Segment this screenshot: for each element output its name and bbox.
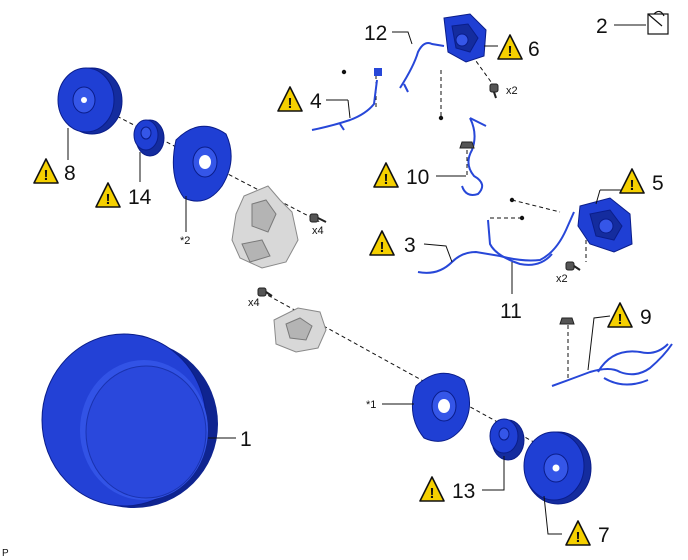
part-label-6: 6	[528, 38, 540, 61]
warning-mark: !	[508, 43, 513, 60]
qty-caliper-lower: x2	[556, 273, 568, 285]
dust-cover-lower	[411, 372, 470, 442]
bolt-lower	[257, 287, 273, 297]
leader-7	[543, 495, 562, 535]
brake-disc-upper	[57, 67, 123, 135]
brake-line-12	[399, 42, 445, 89]
warning-icon: !	[373, 162, 399, 188]
warning-icon: !	[419, 476, 445, 502]
warning-icon: !	[369, 230, 395, 256]
warning-icon: !	[619, 168, 645, 194]
wire-harness-9	[551, 343, 673, 387]
warning-mark: !	[380, 239, 385, 256]
steering-knuckle-lower	[273, 307, 327, 353]
qty-bolt-lower: x4	[248, 297, 260, 309]
part-label-8: 8	[64, 162, 76, 185]
warning-icon: !	[277, 86, 303, 112]
leader-12	[392, 31, 413, 45]
warning-icon: !	[497, 34, 523, 60]
part-label-2: 2	[596, 15, 608, 38]
warning-mark: !	[576, 529, 581, 546]
qty-bolt-upper: x4	[312, 225, 324, 237]
bolt-harness-9	[559, 317, 575, 325]
warning-mark: !	[44, 167, 49, 184]
brake-hose-4	[311, 79, 378, 131]
speed-sensor-10	[461, 117, 484, 196]
warning-icon: !	[95, 182, 121, 208]
part-label-5: 5	[652, 172, 664, 195]
warning-mark: !	[630, 177, 635, 194]
part-label-4: 4	[310, 90, 322, 113]
leader-9	[587, 315, 611, 371]
warning-icon: !	[607, 302, 633, 328]
brake-caliper-upper	[443, 13, 487, 63]
warning-icon: !	[565, 520, 591, 546]
grease-icon	[647, 10, 669, 35]
axle-hub-lower	[489, 418, 525, 461]
part-label-13: 13	[452, 480, 475, 503]
warning-mark: !	[618, 311, 623, 328]
leader-13	[482, 456, 505, 491]
part-label-12: 12	[364, 22, 387, 45]
warning-mark: !	[430, 485, 435, 502]
brake-caliper-lower	[577, 197, 633, 253]
warning-mark: !	[288, 95, 293, 112]
note-1: *1	[366, 399, 376, 411]
axis-line-hose-3	[511, 199, 561, 213]
bolt-caliper-lower	[565, 261, 581, 271]
note-2: *2	[180, 235, 190, 247]
part-label-14: 14	[128, 186, 152, 209]
leader-3	[423, 243, 453, 263]
part-label-10: 10	[406, 166, 429, 189]
qty-caliper-upper: x2	[506, 85, 518, 97]
part-label-3: 3	[404, 234, 416, 257]
part-label-1: 1	[240, 428, 252, 451]
part-label-11: 11	[500, 300, 522, 323]
steering-knuckle-upper	[231, 185, 299, 269]
clamp-dot-4	[341, 69, 347, 75]
brake-disc-lower	[523, 431, 592, 505]
warning-icon: !	[33, 158, 59, 184]
part-label-9: 9	[640, 306, 652, 329]
tire	[41, 333, 218, 508]
warning-mark: !	[106, 191, 111, 208]
axle-hub-upper	[133, 119, 165, 157]
brake-hose-3	[417, 211, 575, 274]
corner-mark: P	[2, 548, 9, 559]
warning-mark: !	[384, 171, 389, 188]
bolt-upper	[309, 213, 327, 223]
part-label-7: 7	[598, 524, 610, 547]
bolt-caliper-upper	[489, 83, 499, 99]
dust-cover-upper	[172, 125, 232, 202]
brake-line-11	[487, 219, 553, 266]
bolt-sensor-10	[459, 141, 475, 149]
